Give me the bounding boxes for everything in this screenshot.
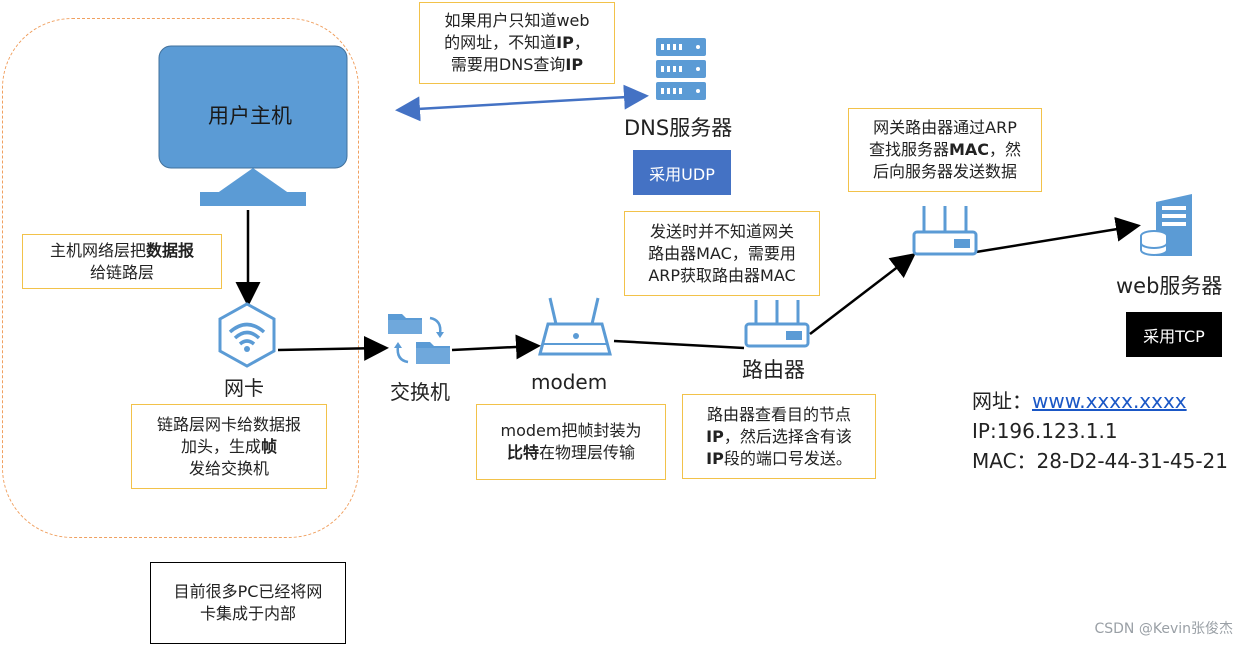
folder-sync-icon (388, 314, 450, 364)
watermark: CSDN @Kevin张俊杰 (1094, 621, 1233, 637)
modem-note: modem把帧封装为 比特在物理层传输 (476, 404, 666, 480)
server-info: 网址：www.xxxx.xxxx IP:196.123.1.1 MAC：28-D… (972, 386, 1228, 476)
gateway-router-icon (912, 206, 978, 256)
router-icon (744, 300, 810, 348)
nic-label: 网卡 (224, 376, 264, 400)
gateway-note: 网关路由器通过ARP 查找服务器MAC，然 后向服务器发送数据 (848, 108, 1042, 192)
server-ip: IP:196.123.1.1 (972, 419, 1118, 443)
wifi-hexagon-icon (218, 302, 276, 368)
web-server-label: web服务器 (1116, 274, 1223, 298)
udp-box: 采用UDP (633, 150, 731, 195)
server-url-link[interactable]: www.xxxx.xxxx (1032, 389, 1187, 413)
gateway-to-web-arrow (975, 216, 1141, 254)
router-to-gateway-arrow (809, 252, 916, 335)
link-layer-note: 链路层网卡给数据报 加头，生成帧 发给交换机 (131, 404, 327, 489)
switch-to-modem-arrow (451, 334, 541, 360)
arp-router-note: 发送时并不知道网关 路由器MAC，需要用 ARP获取路由器MAC (624, 211, 820, 296)
nic-to-switch-arrow (277, 335, 389, 361)
web-server-icon (1140, 194, 1192, 256)
host-dns-double-arrow (395, 84, 649, 122)
modem-to-router-line (613, 339, 745, 350)
host-label: 用户主机 (208, 104, 292, 128)
dns-label: DNS服务器 (624, 116, 733, 140)
switch-label: 交换机 (390, 380, 450, 404)
router-label: 路由器 (742, 358, 805, 382)
modem-icon (538, 297, 612, 356)
modem-label: modem (531, 370, 608, 394)
dns-server-icon (656, 38, 706, 100)
server-mac: MAC：28-D2-44-31-45-21 (972, 449, 1229, 473)
router-note: 路由器查看目的节点 IP，然后选择含有该 IP段的端口号发送。 (682, 394, 876, 479)
host-group-boundary (2, 18, 359, 538)
tcp-box: 采用TCP (1126, 312, 1222, 357)
url-label: 网址： (972, 389, 1032, 413)
monitor-icon (158, 45, 348, 206)
dns-query-note: 如果用户只知道web 的网址，不知道IP， 需要用DNS查询IP (419, 2, 615, 84)
integrated-nic-note: 目前很多PC已经将网 卡集成于内部 (150, 562, 346, 644)
network-layer-note: 主机网络层把数据报 给链路层 (22, 234, 222, 289)
